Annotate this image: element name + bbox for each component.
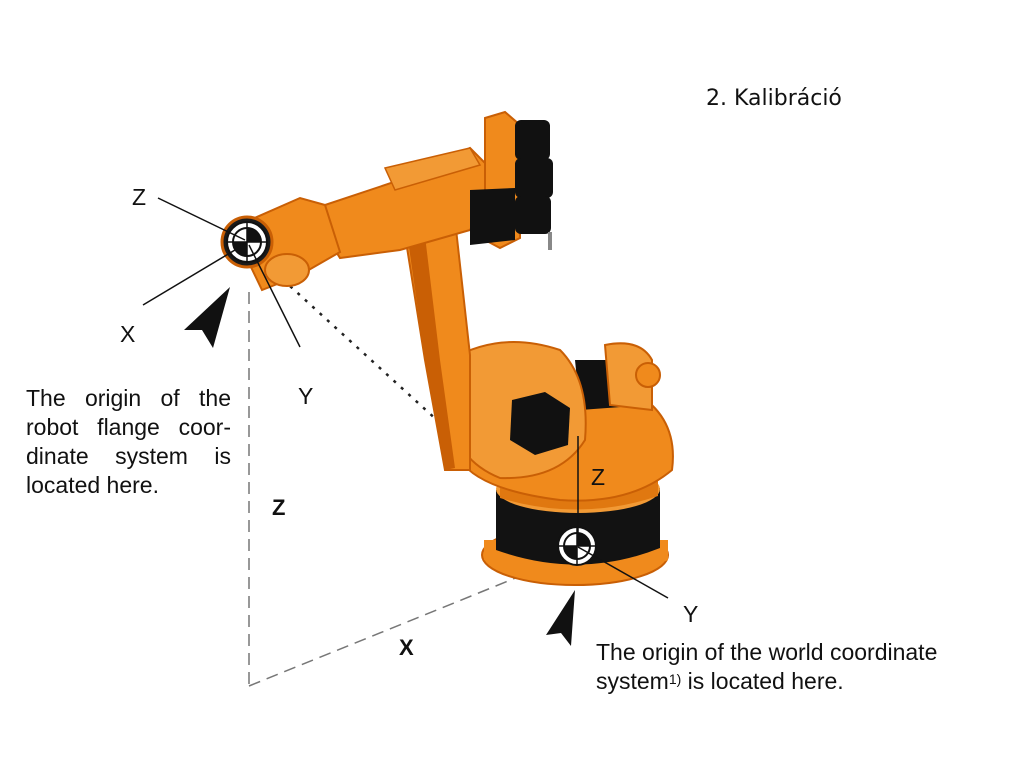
world-axes xyxy=(577,436,669,599)
world-callout-footnote: 1) xyxy=(668,671,682,687)
world-origin-icon xyxy=(557,526,597,566)
slide-title: 2. Kalibráció xyxy=(706,86,842,111)
pointer-arrow-icon xyxy=(184,287,230,348)
flange-x-line xyxy=(142,243,246,306)
reference-z-label: Z xyxy=(272,495,286,520)
flange-z-label: Z xyxy=(132,184,147,210)
robot-lower-arm xyxy=(403,218,471,471)
world-origin-callout: The origin of the world coordinate syste… xyxy=(596,638,996,696)
flange-x-label: X xyxy=(120,321,136,347)
robot-turntable xyxy=(446,341,674,502)
flange-z-line xyxy=(157,197,246,241)
flange-origin-icon xyxy=(226,221,268,263)
flange-y-line xyxy=(248,244,301,348)
robot-upper-arm xyxy=(308,110,553,260)
flange-origin-callout: The origin of the robot flange coor-dina… xyxy=(26,385,231,498)
flange-axes xyxy=(142,197,301,348)
reference-x-label: X xyxy=(399,635,414,660)
world-callout-text: The origin of the world coordinate syste… xyxy=(596,639,938,694)
robot-illustration xyxy=(220,110,674,586)
world-z-label: Z xyxy=(591,464,606,490)
reference-frame xyxy=(248,292,561,687)
world-y-label: Y xyxy=(683,601,699,627)
world-callout-suffix: is located here. xyxy=(681,668,844,694)
flange-y-label: Y xyxy=(298,383,314,409)
world-y-line xyxy=(577,546,669,599)
reference-x-axis xyxy=(248,559,561,687)
pointer-arrow-icon xyxy=(546,590,575,646)
